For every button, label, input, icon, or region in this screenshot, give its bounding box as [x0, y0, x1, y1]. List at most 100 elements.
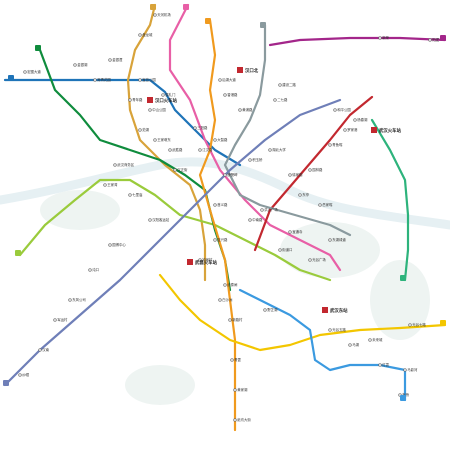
station-s07[interactable]: [288, 173, 292, 177]
station-label-s12: 大智路: [217, 137, 228, 142]
station-s27[interactable]: [328, 143, 332, 147]
station-s30[interactable]: [278, 83, 282, 87]
station-s68[interactable]: [403, 368, 407, 372]
hub-wuchang[interactable]: 武昌火车站: [187, 259, 218, 266]
station-s16[interactable]: [108, 58, 112, 62]
station-s08[interactable]: [353, 118, 357, 122]
station-s01[interactable]: [23, 70, 27, 74]
station-s56[interactable]: [213, 203, 217, 207]
station-s29[interactable]: [318, 203, 322, 207]
line-badge-l8[interactable]: [260, 22, 266, 28]
station-s33[interactable]: [343, 128, 347, 132]
line-21-path[interactable]: [268, 36, 447, 47]
line-badge-l11[interactable]: [440, 320, 446, 326]
station-s17[interactable]: [93, 78, 97, 82]
station-s47[interactable]: [153, 13, 157, 17]
station-s41[interactable]: [53, 318, 57, 322]
line-badge-l4[interactable]: [15, 250, 21, 256]
station-s44[interactable]: [328, 328, 332, 332]
station-s42[interactable]: [18, 373, 22, 377]
station-s60[interactable]: [230, 358, 234, 362]
station-s57[interactable]: [213, 238, 217, 242]
station-s45[interactable]: [368, 338, 372, 342]
station-s04[interactable]: [148, 108, 152, 112]
station-s25[interactable]: [288, 230, 292, 234]
station-s26[interactable]: [268, 148, 272, 152]
station-s24[interactable]: [248, 218, 252, 222]
hub-hankou-north[interactable]: 汉口北: [237, 67, 259, 74]
station-s55[interactable]: [173, 168, 177, 172]
station-s38[interactable]: [38, 348, 42, 352]
hub-wuhan[interactable]: 武汉火车站: [371, 127, 402, 134]
station-s31[interactable]: [333, 108, 337, 112]
line-badge-l3[interactable]: [150, 4, 156, 10]
station-s43[interactable]: [263, 308, 267, 312]
line-16-path[interactable]: [370, 118, 410, 282]
line-badge-l2[interactable]: [183, 4, 189, 10]
station-s21[interactable]: [273, 98, 277, 102]
station-s12[interactable]: [213, 138, 217, 142]
station-s39[interactable]: [68, 298, 72, 302]
station-label-s18: 范湖: [142, 127, 149, 132]
station-s09[interactable]: [198, 258, 202, 262]
line-7-path[interactable]: [198, 18, 237, 432]
line-badge-l6[interactable]: [35, 45, 41, 51]
station-s40[interactable]: [88, 268, 92, 272]
line-badge-l7[interactable]: [205, 18, 211, 24]
station-s62[interactable]: [233, 388, 237, 392]
station-s23[interactable]: [223, 173, 227, 177]
line-11-path[interactable]: [158, 273, 447, 352]
station-s02[interactable]: [193, 126, 197, 130]
line-badge-l21[interactable]: [440, 35, 446, 41]
line-badge-l19[interactable]: [400, 395, 406, 401]
station-s64[interactable]: [328, 238, 332, 242]
station-s49[interactable]: [428, 38, 432, 42]
station-s37[interactable]: [108, 243, 112, 247]
station-s54[interactable]: [223, 93, 227, 97]
station-s03[interactable]: [161, 93, 165, 97]
line-badge-l1[interactable]: [8, 75, 14, 81]
hub-hankou[interactable]: 汉口火车站: [147, 97, 178, 104]
station-s19[interactable]: [153, 138, 157, 142]
line-badge-l12[interactable]: [3, 380, 9, 386]
station-s66[interactable]: [378, 363, 382, 367]
station-s65[interactable]: [348, 343, 352, 347]
line-badge-l16[interactable]: [400, 275, 406, 281]
station-s52[interactable]: [73, 63, 77, 67]
station-s14[interactable]: [278, 248, 282, 252]
line-4-path[interactable]: [18, 178, 332, 282]
station-label-s47: 天河机场: [157, 12, 171, 17]
station-s32[interactable]: [308, 168, 312, 172]
line-12-path[interactable]: [3, 98, 342, 387]
line-1-path[interactable]: [3, 78, 242, 167]
station-s35[interactable]: [103, 183, 107, 187]
station-s22[interactable]: [238, 108, 242, 112]
station-s51[interactable]: [218, 78, 222, 82]
station-s18[interactable]: [138, 128, 142, 132]
station-label-s42: 纱帽: [22, 372, 29, 377]
line-19-path[interactable]: [238, 288, 407, 402]
line-5-path[interactable]: [253, 95, 374, 252]
line-8-path[interactable]: [223, 23, 352, 237]
station-s34[interactable]: [148, 218, 152, 222]
station-s11[interactable]: [198, 148, 202, 152]
line-2-path[interactable]: [168, 3, 342, 272]
station-s13[interactable]: [260, 208, 264, 212]
station-s48[interactable]: [138, 33, 142, 37]
station-s63[interactable]: [218, 298, 222, 302]
station-s58[interactable]: [223, 283, 227, 287]
station-s20[interactable]: [128, 98, 132, 102]
station-s28[interactable]: [298, 193, 302, 197]
station-s36[interactable]: [128, 193, 132, 197]
station-s05[interactable]: [138, 78, 142, 82]
station-s06[interactable]: [248, 158, 252, 162]
station-s46[interactable]: [408, 323, 412, 327]
station-s50[interactable]: [378, 36, 382, 40]
station-s53[interactable]: [113, 163, 117, 167]
hub-wuhan-east[interactable]: 武汉东站: [322, 307, 348, 314]
station-s10[interactable]: [168, 148, 172, 152]
station-s59[interactable]: [228, 318, 232, 322]
station-s15[interactable]: [308, 258, 312, 262]
station-s61[interactable]: [233, 418, 237, 422]
